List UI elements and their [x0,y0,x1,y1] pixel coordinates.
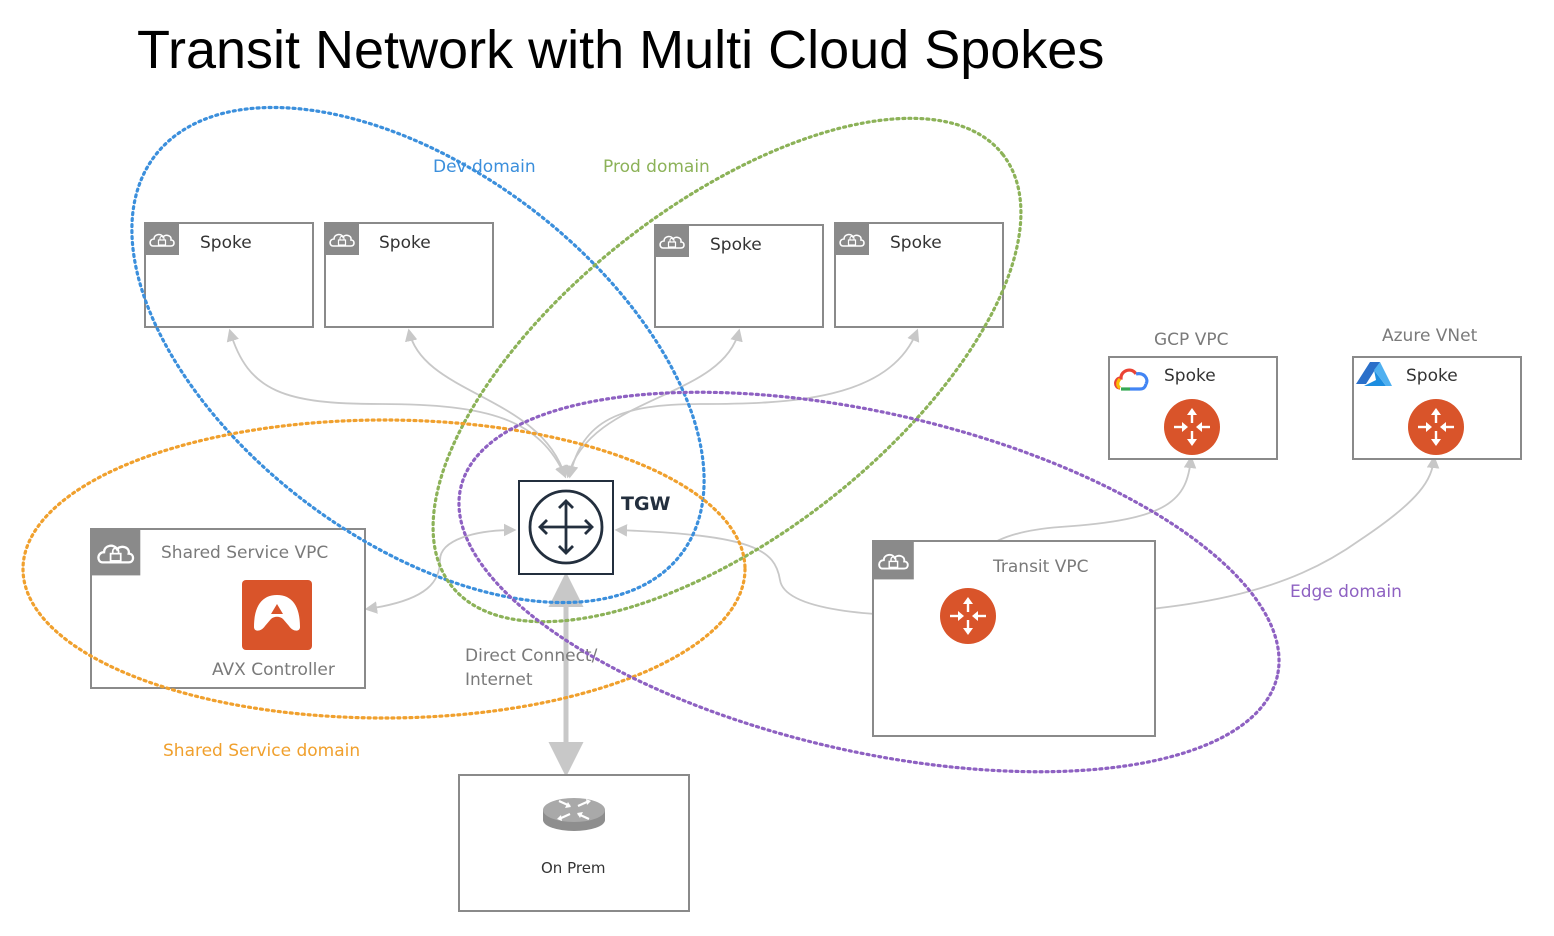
link-tgw-spoke-dev-2 [405,328,569,479]
link-tgw-shared [364,523,517,614]
on-prem-label: On Prem [541,859,606,877]
spoke-label: Spoke [200,233,252,253]
shared-service-domain-label: Shared Service domain [163,741,360,761]
gcp-gateway-router-icon [1162,397,1222,457]
edge-domain-outline [457,390,1281,774]
spoke-box-dev-1: Spoke [144,222,314,328]
transit-vpc-box: Transit VPC [872,540,1156,737]
spoke-box-prod-1: Spoke [654,224,824,328]
spoke-box-prod-2: Spoke [834,222,1004,328]
tgw-box [518,480,614,575]
azure-vnet-header: Azure VNet [1382,326,1478,346]
transit-vpc-label: Transit VPC [992,557,1088,577]
gcp-spoke-label: Spoke [1164,366,1216,386]
tgw-label: TGW [621,493,671,515]
transit-gateway-router-icon [938,586,998,646]
spoke-label: Spoke [710,235,762,255]
prod-domain-outline [431,116,1023,624]
internet-label: Internet [465,670,533,690]
spoke-box-dev-2: Spoke [324,222,494,328]
shared-service-vpc-box: Shared Service VPC AVX Controller [89,527,366,689]
spoke-label: Spoke [379,233,431,253]
dev-domain-label: Dev domain [433,157,536,177]
gcp-spoke-box: Spoke [1108,356,1278,460]
avx-controller-icon [242,580,312,650]
dev-domain-outline [130,105,706,605]
tgw-arrows-icon [528,489,604,565]
spoke-label: Spoke [890,233,942,253]
page-title: Transit Network with Multi Cloud Spokes [137,20,1104,80]
azure-spoke-label: Spoke [1406,366,1458,386]
azure-icon [1356,362,1392,386]
azure-spoke-box: Spoke [1352,356,1522,460]
link-tgw-spoke-prod-2 [565,328,920,479]
direct-connect-label: Direct Connect/ [465,646,598,666]
avx-controller-label: AVX Controller [212,660,335,680]
gcp-vpc-header: GCP VPC [1154,330,1228,350]
edge-domain-label: Edge domain [1290,582,1402,602]
on-prem-box: On Prem [458,774,690,912]
shared-service-vpc-label: Shared Service VPC [161,543,328,563]
router-icon [543,798,605,831]
prod-domain-label: Prod domain [603,157,710,177]
azure-gateway-router-icon [1406,397,1466,457]
google-cloud-icon [1114,368,1149,391]
shared-service-domain-outline [21,418,747,720]
link-tgw-spoke-dev-1 [226,328,567,479]
